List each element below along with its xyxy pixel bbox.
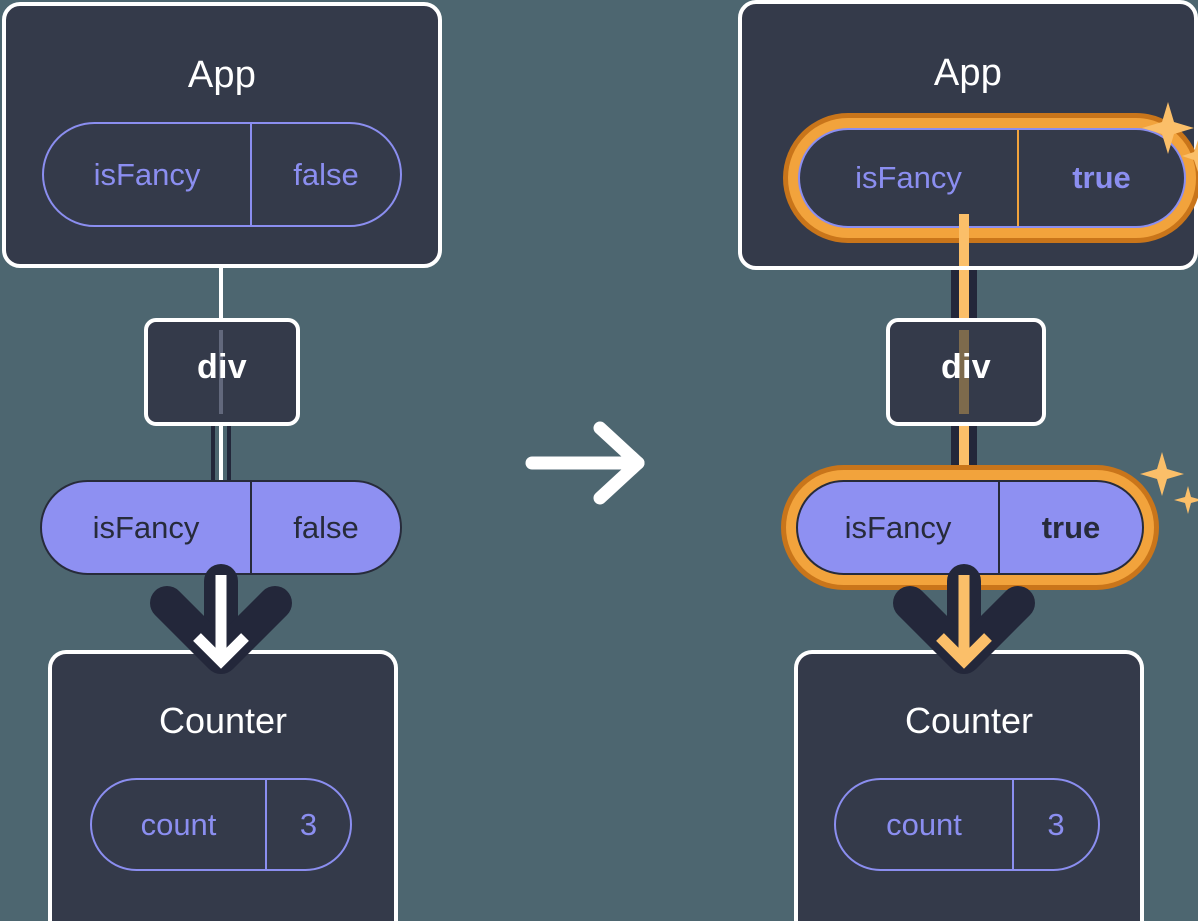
app-state-pill-value: true: [1017, 130, 1184, 226]
sparkles-icon: [1142, 102, 1198, 172]
connector-app-to-div: [219, 262, 223, 324]
counter-card-title: Counter: [904, 700, 1034, 741]
props-pill[interactable]: isFancy true: [796, 480, 1144, 575]
connector-through-div: [959, 330, 969, 414]
connector-div-to-props: [959, 420, 969, 482]
app-state-pill-value: false: [250, 124, 400, 225]
props-pill-value: false: [250, 482, 400, 573]
props-pill-key: isFancy: [92, 509, 200, 545]
render-arrow: [893, 564, 1035, 674]
sparkles-icon: [1140, 452, 1198, 514]
counter-state-pill-key: count: [886, 806, 962, 842]
app-card-title: App: [933, 52, 1003, 94]
app-state-pill[interactable]: isFancy false: [42, 122, 402, 227]
render-arrow: [150, 564, 292, 674]
props-pill[interactable]: isFancy false: [40, 480, 402, 575]
div-element-label: div: [940, 348, 992, 386]
before-state-column: App isFancy false div isFancy false: [0, 0, 460, 921]
transition-arrow-icon: [525, 421, 645, 505]
app-card-title: App: [187, 54, 257, 96]
app-state-pill[interactable]: isFancy true: [798, 128, 1186, 228]
counter-card-title: Counter: [158, 700, 288, 741]
after-state-column: App isFancy true div isFancy true: [738, 0, 1198, 921]
counter-state-pill-value: 3: [1012, 780, 1098, 869]
props-pill-key: isFancy: [844, 509, 952, 545]
connector-div-to-props: [219, 420, 223, 482]
counter-state-pill[interactable]: count 3: [90, 778, 352, 871]
counter-state-pill-key: count: [140, 806, 217, 842]
connector-through-div: [219, 330, 223, 414]
counter-state-pill[interactable]: count 3: [834, 778, 1100, 871]
props-pill-value: true: [998, 482, 1142, 573]
app-state-pill-key: isFancy: [93, 156, 201, 192]
div-element-label: div: [196, 348, 248, 386]
connector-app-inner-orange: [959, 214, 969, 266]
counter-state-pill-value: 3: [265, 780, 350, 869]
app-state-pill-key: isFancy: [855, 160, 962, 195]
connector-app-to-div: [959, 266, 969, 324]
